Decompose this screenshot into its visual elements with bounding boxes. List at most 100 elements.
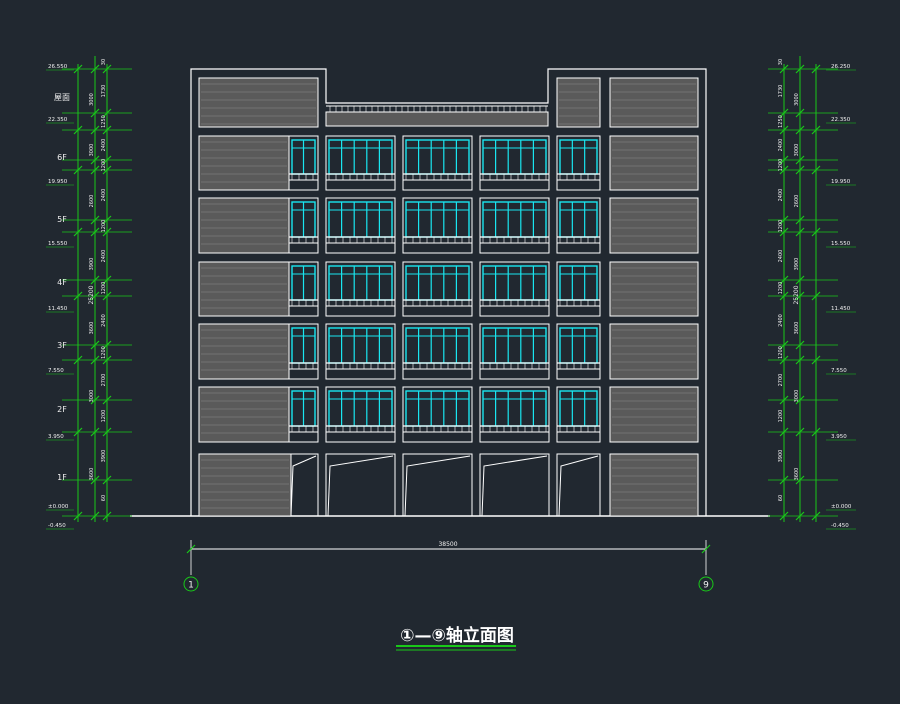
dim-tick — [795, 395, 805, 405]
bay-frame — [402, 323, 473, 380]
dim-value: 2400 — [101, 139, 107, 152]
dim-tick — [811, 125, 821, 135]
floor-label: 2F — [57, 405, 67, 414]
dim-value: 1730 — [101, 85, 107, 98]
bay-frame — [402, 261, 473, 317]
window-frame — [328, 201, 393, 238]
dim-tick — [795, 125, 805, 135]
dim-tick — [90, 511, 100, 521]
dim-tick — [90, 395, 100, 405]
bay-frame — [325, 386, 396, 443]
dim-tick — [811, 291, 821, 301]
dim-tick — [811, 165, 821, 175]
dim-tick — [811, 427, 821, 437]
window-frame — [559, 139, 598, 175]
level-elevation-left: 11.450 — [48, 306, 68, 312]
dim-tick — [779, 64, 789, 74]
window-frame — [328, 327, 393, 364]
dim-tick — [779, 165, 789, 175]
bay-frame-left — [198, 197, 319, 254]
dim-tick — [779, 291, 789, 301]
bay-frame — [479, 386, 550, 443]
total-height-label: 25200 — [793, 285, 800, 304]
window-frame — [405, 139, 470, 175]
window-frame — [482, 327, 547, 364]
bay-frame — [479, 197, 550, 254]
level-elevation-right: 22.350 — [831, 117, 851, 123]
window-frame — [328, 265, 393, 301]
bay-frame — [479, 453, 550, 517]
axis-label: 9 — [703, 581, 709, 591]
dim-value: 1250 — [778, 115, 784, 128]
building-outline — [190, 68, 707, 516]
dim-value: 1200 — [778, 220, 784, 233]
drawing-title: ①—⑨轴立面图 — [400, 625, 514, 646]
window-frame — [559, 201, 598, 238]
floor-label: 6F — [57, 153, 67, 162]
dim-value: 2400 — [778, 189, 784, 202]
dim-tick — [90, 227, 100, 237]
dim-tick — [102, 64, 112, 74]
side-panel-right — [609, 261, 699, 317]
dim-tick — [102, 165, 112, 175]
dim-tick — [102, 355, 112, 365]
level-elevation-left: 3.950 — [48, 434, 64, 440]
dim-tick — [795, 64, 805, 74]
dim-tick — [811, 355, 821, 365]
bay-frame-left — [198, 323, 319, 380]
dim-tick — [779, 275, 789, 285]
dim-tick — [102, 475, 112, 485]
dim-tick — [795, 475, 805, 485]
roof-parapet — [325, 111, 549, 127]
entrance-outline — [327, 455, 394, 517]
dim-value: 2400 — [778, 314, 784, 327]
dim-tick — [102, 155, 112, 165]
dim-tick — [779, 227, 789, 237]
dim-tick — [90, 475, 100, 485]
dim-tick — [779, 475, 789, 485]
floor-label: 1F — [57, 473, 67, 482]
dim-tick — [73, 125, 83, 135]
bay-frame — [479, 261, 550, 317]
dim-tick — [811, 227, 821, 237]
dim-tick — [102, 291, 112, 301]
dim-value: 3600 — [794, 322, 800, 335]
level-elevation-left: 15.550 — [48, 241, 68, 247]
dim-value: 2400 — [101, 250, 107, 263]
window-frame — [482, 139, 547, 175]
window-frame — [328, 390, 393, 427]
dim-tick — [102, 125, 112, 135]
side-panel-left — [198, 453, 292, 517]
roof-panel-left — [198, 77, 319, 128]
dim-value: 1200 — [101, 159, 107, 172]
window-frame — [559, 390, 598, 427]
dim-tick — [73, 64, 83, 74]
bay-frame — [325, 453, 396, 517]
window-frame — [482, 390, 547, 427]
bay-frame-left — [198, 453, 319, 517]
dim-value: 3600 — [89, 322, 95, 335]
dim-value: 3000 — [794, 144, 800, 157]
roof-panel-right — [609, 77, 699, 128]
floor-label: 屋面 — [54, 93, 70, 102]
axis-label: 1 — [188, 581, 194, 591]
dim-tick — [73, 165, 83, 175]
side-panel-right — [609, 386, 699, 443]
window-frame — [405, 327, 470, 364]
dim-value: 2700 — [101, 374, 107, 387]
dim-tick — [73, 427, 83, 437]
bay-frame — [556, 135, 601, 191]
dim-value: 1200 — [101, 346, 107, 359]
axis-bubble-left — [183, 576, 199, 592]
dim-tick — [73, 355, 83, 365]
building-elevation — [130, 68, 770, 517]
floor-label: 4F — [57, 278, 67, 287]
window-frame — [405, 390, 470, 427]
side-panel-left — [198, 261, 290, 317]
dim-value: 2700 — [778, 374, 784, 387]
level-elevation-right: 19.950 — [831, 179, 851, 185]
dim-tick — [186, 544, 196, 554]
window-frame — [559, 265, 598, 301]
